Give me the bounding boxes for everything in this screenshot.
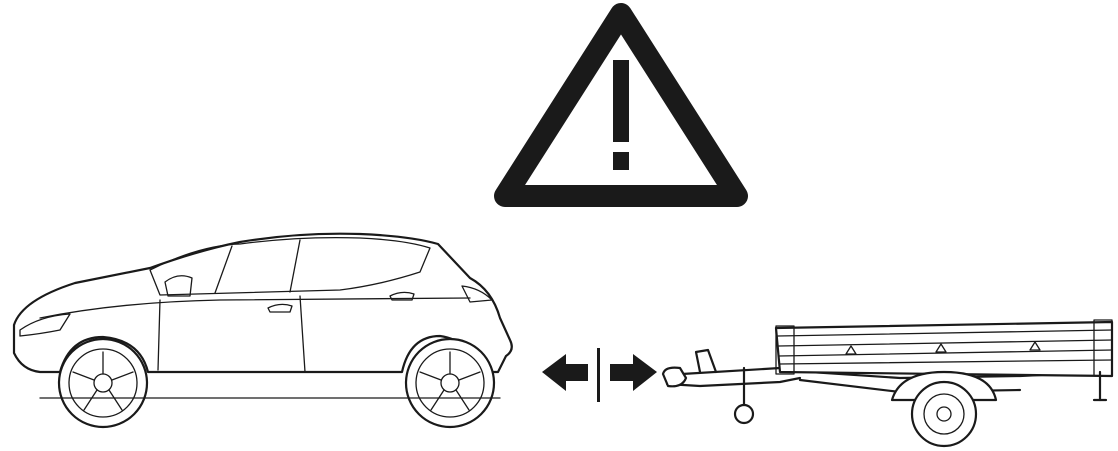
car-icon <box>14 234 512 427</box>
separation-arrows-icon <box>542 348 657 402</box>
trailer-icon <box>663 320 1112 446</box>
warning-triangle-icon <box>505 14 737 196</box>
